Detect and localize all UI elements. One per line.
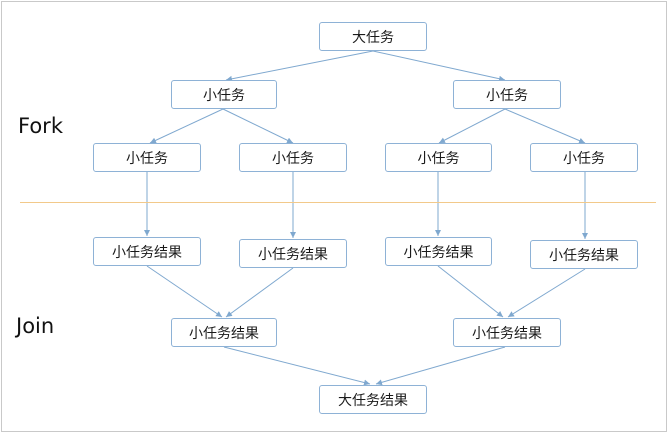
edge-result3-to-subresult-right [437,265,504,318]
sub-result-left-box: 小任务结果 [171,318,277,347]
edge-result1-to-subresult-left [146,265,223,318]
sub-task-right-box: 小任务 [453,80,561,109]
edge-big-to-sub-right [372,50,506,82]
fork-join-divider [20,202,656,203]
leaf-result-1-box: 小任务结果 [93,237,201,266]
edge-subresult-right-to-big-result [375,346,506,386]
leaf-task-3-box: 小任务 [385,143,492,172]
edge-big-to-sub-left [225,50,374,82]
edge-result2-to-subresult-left [225,267,294,318]
edge-sub-left-to-leaf2 [222,108,294,144]
leaf-result-2-box: 小任务结果 [239,239,347,268]
sub-result-right-box: 小任务结果 [453,318,561,347]
sub-task-left-box: 小任务 [171,80,277,109]
leaf-task-4-box: 小任务 [530,143,638,172]
leaf-task-2-box: 小任务 [239,143,347,172]
leaf-task-1-box: 小任务 [93,143,201,172]
edge-sub-left-to-leaf1 [149,108,224,144]
edge-sub-right-to-leaf4 [504,108,586,144]
join-label: Join [16,314,55,338]
edge-sub-right-to-leaf3 [438,108,506,144]
edge-subresult-left-to-big-result [223,346,371,386]
leaf-result-3-box: 小任务结果 [385,237,492,266]
edge-result4-to-subresult-right [507,268,586,318]
big-result-box: 大任务结果 [319,385,427,414]
big-task-box: 大任务 [319,22,427,51]
fork-label: Fork [18,114,63,138]
leaf-result-4-box: 小任务结果 [530,240,638,269]
